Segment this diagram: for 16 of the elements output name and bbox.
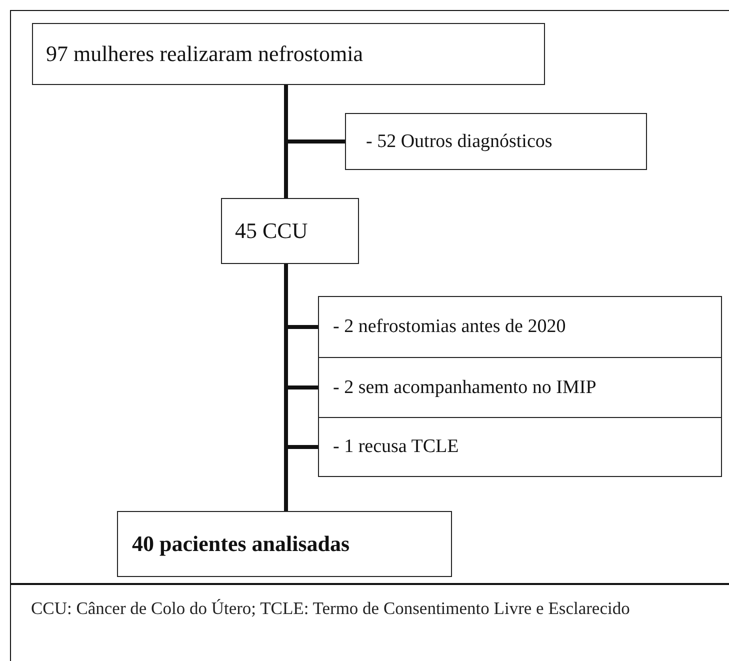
flow-box [345,113,647,170]
flow-box [32,23,545,85]
box-text: 97 mulheres realizaram nefrostomia [46,41,364,67]
box-text: 45 CCU [235,218,308,244]
flow-box [117,511,452,577]
flow-box [221,198,359,264]
caption-text: CCU: Câncer de Colo do Útero; TCLE: Termo de Consentimento Livre e Esclarecido [31,598,630,618]
box-text: - 2 nefrostomias antes de 2020 [333,316,566,338]
box-text: 40 pacientes analisadas [132,531,350,557]
flow-box [318,417,722,477]
flow-box [318,357,722,418]
flow-box [318,296,722,358]
box-text: - 2 sem acompanhamento no IMIP [333,376,596,398]
connector-line [284,85,345,144]
box-text: - 1 recusa TCLE [333,436,459,458]
box-text: - 52 Outros diagnósticos [366,130,552,152]
